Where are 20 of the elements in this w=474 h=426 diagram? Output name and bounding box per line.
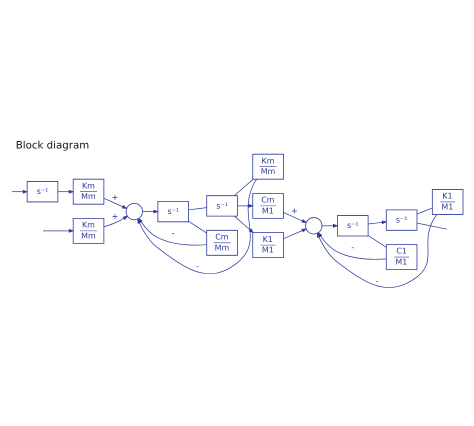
connector — [416, 222, 448, 230]
diagram-title: Block diagram — [16, 140, 90, 152]
arrow — [283, 228, 308, 240]
arrow — [237, 204, 254, 208]
connector — [368, 235, 387, 248]
arrow — [142, 210, 159, 214]
arrow — [283, 212, 308, 224]
node-circle — [305, 217, 322, 234]
connector — [188, 207, 208, 210]
connector — [416, 208, 433, 214]
connector — [234, 178, 254, 196]
connector — [188, 220, 208, 234]
arrow — [104, 198, 128, 209]
node-circle — [126, 202, 143, 220]
arrow — [12, 190, 28, 194]
arrow — [104, 216, 128, 228]
arrow — [368, 220, 388, 224]
arrow — [42, 228, 74, 233]
arrow — [322, 224, 338, 228]
arrow — [58, 190, 74, 194]
